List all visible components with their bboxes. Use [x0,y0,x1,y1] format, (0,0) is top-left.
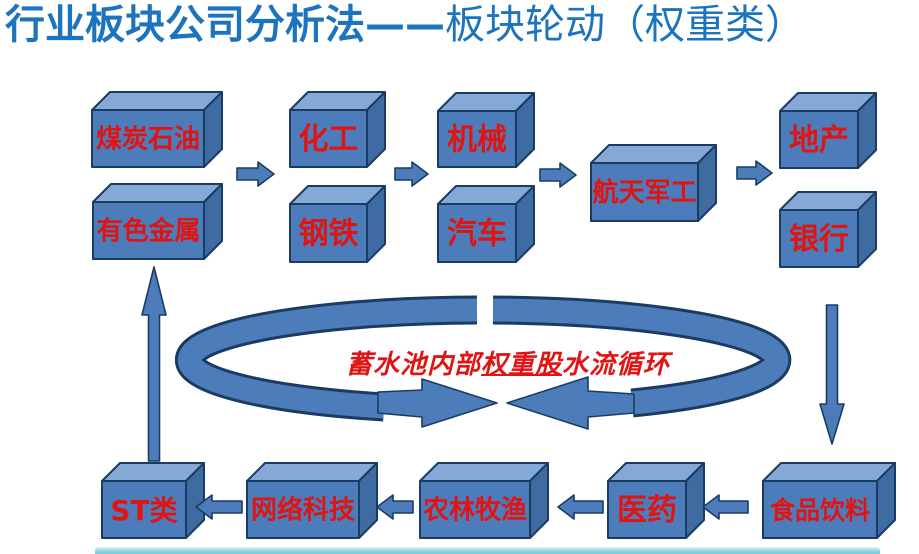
box-top-face [762,462,896,482]
box-automobile: 汽车 [437,185,535,263]
page-title: 行业板块公司分析法——板块轮动（权重类） [5,0,805,50]
box-label-medicine: 医药 [617,493,677,528]
box-label-chemical: 化工 [299,122,359,157]
box-front-face [437,203,517,263]
box-front-face [92,201,205,260]
box-front-face [289,109,368,168]
box-internet-tech: 网络科技 [246,462,378,539]
bottom-bar [95,547,880,554]
box-front-face [101,480,187,539]
box-front-face [762,480,878,539]
box-chemical: 化工 [289,91,386,168]
box-front-face [607,480,687,539]
box-front-face [779,110,859,169]
circulation-loop [174,295,792,430]
box-nonferrous-metal: 有色金属 [92,183,223,260]
flow-arrows [141,160,845,520]
arrow-left-icon-medicine-to-agriculture [557,494,604,520]
loop-label-post: 水流循环 [562,350,671,380]
title-sub: 板块轮动（权重类） [445,2,805,48]
box-label-coal-oil: 煤炭石油 [96,125,200,155]
box-front-face [419,480,531,539]
loop-label-underlined: 权重股 [480,350,562,380]
box-coal-oil: 煤炭石油 [91,91,223,168]
box-aerospace-military: 航天军工 [590,144,717,222]
box-label-bank: 银行 [789,222,849,257]
loop-label: 蓄水池内部权重股水流循环 [328,344,688,381]
arrow-left-icon-food-to-medicine [702,494,749,520]
box-front-face [437,110,517,168]
box-front-face [289,203,368,263]
box-label-real-estate: 地产 [789,123,849,158]
box-label-steel: 钢铁 [299,217,359,252]
arrow-right-icon-machinery-to-aerospace [539,162,577,188]
box-top-face [419,462,549,482]
box-front-face [246,480,360,539]
box-bank: 银行 [779,191,877,268]
box-top-face [590,144,717,164]
box-top-face [246,462,378,482]
circulation-band-left [177,298,478,419]
box-label-aerospace-military: 航天军工 [592,177,696,208]
box-front-face [590,162,699,222]
box-label-st-class: ST类 [110,494,177,527]
box-medicine: 医药 [607,462,705,539]
box-machinery: 机械 [437,92,535,168]
arrow-down-icon-bank-to-food-down [819,304,845,445]
arrow-right-icon-chemical-to-machinery [394,161,429,187]
arrow-right-icon-coal-to-chemical [236,161,275,187]
arrow-up-icon-st-to-nonferrous-up [141,266,167,462]
box-label-machinery: 机械 [447,123,507,158]
box-real-estate: 地产 [779,92,877,169]
box-front-face [779,209,859,268]
box-st-class: ST类 [101,462,205,539]
box-food-beverage: 食品饮料 [762,462,896,539]
arrow-left-icon-agriculture-to-internet [376,494,414,520]
box-label-food-beverage: 食品饮料 [770,496,870,525]
box-front-face [91,109,205,168]
box-top-face [92,183,223,203]
title-main: 行业板块公司分析法—— [5,2,445,48]
loop-arrow-right-icon [377,378,498,428]
box-agriculture: 农林牧渔 [419,462,549,539]
loop-arrow-left-icon [506,376,635,430]
box-label-nonferrous-metal: 有色金属 [96,216,200,247]
box-top-face [91,91,223,111]
arrow-left-icon-internet-to-st [195,494,243,520]
loop-label-pre: 蓄水池内部 [345,350,481,380]
arrow-right-icon-aerospace-to-realestate [736,160,773,186]
box-steel: 钢铁 [289,185,386,263]
circulation-band-right [492,298,789,415]
box-label-internet-tech: 网络科技 [251,495,355,526]
box-label-automobile: 汽车 [447,217,507,252]
box-label-agriculture: 农林牧渔 [422,496,527,526]
